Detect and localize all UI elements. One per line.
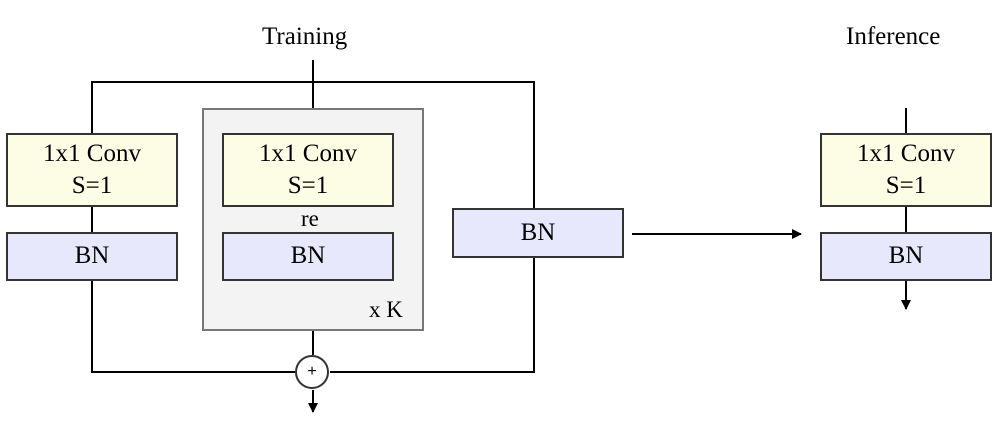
right-bn-block: BN	[452, 208, 624, 258]
inference-bn-block: BN	[820, 232, 992, 281]
inference-conv-block: 1x1 Conv S=1	[820, 133, 992, 207]
inference-bn-label: BN	[888, 242, 924, 270]
repeat-between-label: re	[301, 206, 319, 231]
left-conv-line1: 1x1 Conv	[43, 139, 141, 167]
repeat-bn-label: BN	[290, 242, 326, 270]
sum-symbol: +	[307, 363, 317, 380]
left-bottom-path	[91, 281, 295, 373]
repeat-conv-line2: S=1	[287, 172, 329, 199]
left-bn-label: BN	[74, 242, 110, 270]
inference-conv-line1: 1x1 Conv	[857, 139, 955, 167]
left-conv-block: 1x1 Conv S=1	[6, 133, 178, 207]
right-bn-label: BN	[520, 218, 556, 246]
repeat-count-label: x K	[369, 297, 403, 322]
training-title: Training	[262, 23, 348, 50]
repeat-bn-block: BN	[222, 232, 394, 281]
repeat-conv-block: 1x1 Conv S=1	[222, 133, 394, 207]
repeat-conv-line1: 1x1 Conv	[259, 139, 357, 167]
left-conv-line2: S=1	[71, 172, 113, 199]
sum-node: +	[295, 355, 329, 389]
inference-conv-line2: S=1	[885, 172, 927, 199]
left-bn-block: BN	[6, 232, 178, 281]
top-bus	[91, 81, 535, 208]
inference-title: Inference	[846, 23, 941, 50]
right-bottom-path	[330, 258, 535, 373]
